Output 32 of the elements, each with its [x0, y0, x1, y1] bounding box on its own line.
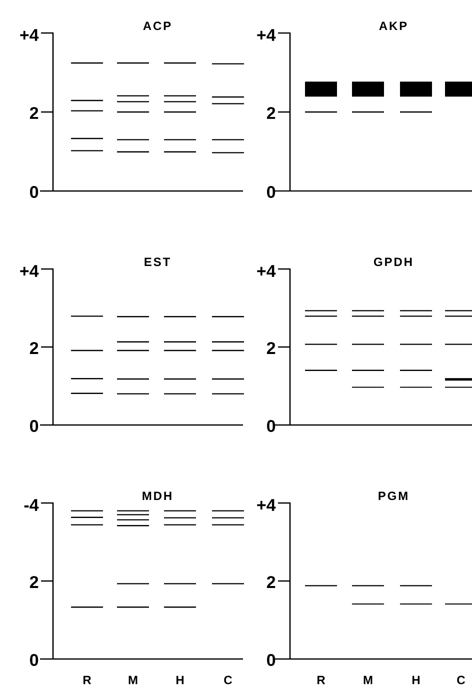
- tick-label: +4: [20, 265, 39, 277]
- lane-label: M: [364, 676, 372, 684]
- tick-label: +4: [257, 29, 276, 41]
- lane-label: R: [83, 676, 92, 684]
- tick-label: 2: [30, 342, 38, 354]
- lane-label: H: [176, 676, 184, 684]
- lane-label: C: [224, 676, 232, 684]
- tick-label: -4: [24, 499, 39, 511]
- tick-label: 0: [267, 420, 276, 432]
- tick-label: 0: [267, 654, 276, 666]
- tick-label: 0: [30, 186, 38, 198]
- panel-title: MDH: [142, 492, 172, 500]
- panel-title: PGM: [378, 492, 408, 500]
- tick-label: 0: [30, 420, 38, 432]
- lane-label: H: [412, 676, 420, 684]
- tick-label: 2: [30, 107, 38, 119]
- lane-label: C: [457, 676, 466, 684]
- panel-title: AKP: [379, 22, 407, 30]
- tick-label: +4: [20, 29, 39, 41]
- tick-label: 2: [266, 107, 276, 119]
- tick-label: 2: [266, 342, 276, 354]
- tick-label: +4: [257, 265, 276, 277]
- panel-title: EST: [144, 258, 170, 266]
- tick-label: +4: [257, 499, 276, 511]
- tick-label: 0: [267, 186, 276, 198]
- lane-label: M: [128, 676, 138, 684]
- tick-label: 0: [30, 654, 38, 666]
- panel-title: ACP: [143, 22, 171, 30]
- panel-title: GPDH: [374, 258, 412, 266]
- lane-label: R: [317, 676, 326, 684]
- tick-label: 2: [266, 576, 276, 588]
- tick-label: 2: [30, 576, 38, 588]
